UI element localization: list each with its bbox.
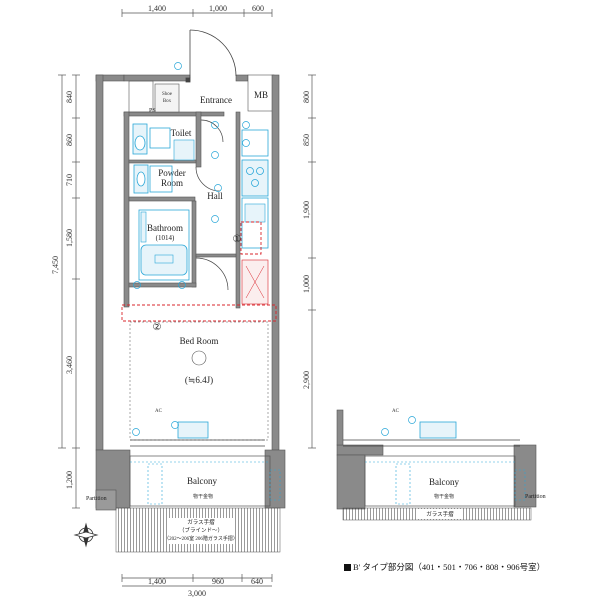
shoe-box-label-2: Box: [163, 99, 172, 104]
ps-label: PS: [149, 108, 156, 114]
interior-doors: [195, 119, 229, 291]
entrance-label: Entrance: [200, 95, 232, 105]
dim-left-4: 1,580: [65, 229, 74, 247]
bathroom-label: Bathroom: [147, 223, 183, 233]
dimension-lines: [58, 9, 316, 587]
caption-square-icon: [344, 564, 351, 571]
bed-room-label: Bed Room: [180, 336, 219, 346]
dim-top-2: 1,000: [209, 4, 227, 13]
dim-left-2: 860: [65, 134, 74, 146]
compass-icon: [73, 522, 99, 548]
dim-right-4: 1,000: [302, 275, 311, 293]
plan-caption: B' タイプ部分図（401・501・706・808・906号室）: [344, 561, 545, 573]
balcony-label-alt: Balcony: [429, 477, 459, 487]
dim-bottom-1: 1,400: [148, 577, 166, 586]
bathroom-size: (1014): [156, 234, 175, 242]
marker-2: ②: [153, 322, 162, 333]
partition-label-alt: Partition: [525, 494, 546, 500]
balcony-label: Balcony: [187, 476, 217, 486]
hanging-hardware-label-alt: 物干金物: [434, 493, 454, 500]
ps-shaft: [128, 80, 154, 113]
ac-label: AC: [155, 409, 163, 414]
hall-label: Hall: [207, 191, 223, 201]
dim-right-1: 800: [302, 91, 311, 103]
toilet-label: Toilet: [171, 128, 192, 138]
washbasin: [133, 164, 173, 194]
outlet-markers: [132, 62, 250, 436]
ac-label-alt: AC: [392, 409, 400, 414]
bed-room-size: (≒6.4J): [185, 375, 213, 385]
plan-caption-text: B' タイプ部分図（401・501・706・808・906号室）: [353, 562, 546, 572]
partition-label: Partition: [86, 496, 107, 502]
window-main: [130, 421, 265, 447]
glass-railing: [115, 507, 281, 553]
toilet-fixture: [132, 123, 195, 161]
balcony-main: [129, 455, 281, 507]
dim-bottom-2: 960: [212, 577, 224, 586]
dim-left-1: 840: [65, 91, 74, 103]
dim-right-2: 850: [302, 134, 311, 146]
shoe-box: Shoe Box: [154, 83, 180, 113]
kitchen: [241, 129, 269, 305]
hanging-hardware-label: 物干金物: [193, 493, 213, 500]
dim-top-1: 1,400: [148, 4, 166, 13]
walls: [95, 74, 286, 511]
dim-left-5: 3,460: [65, 356, 74, 374]
glass-railing-label-alt: ガラス手摺: [426, 510, 454, 518]
dim-left-total: 7,450: [51, 256, 60, 274]
mb-label: MB: [254, 90, 268, 100]
highlight-areas: [121, 221, 277, 322]
dim-right-5: 2,900: [302, 371, 311, 389]
glass-railing-note-3: （202〜206室 206階ガラス手摺）: [164, 535, 238, 542]
dim-bottom-total: 3,000: [188, 589, 206, 598]
dim-left-6: 1,200: [65, 471, 74, 489]
dim-bottom-3: 640: [251, 577, 263, 586]
dim-top-3: 600: [252, 4, 264, 13]
glass-railing-note-1: ガラス手摺: [187, 518, 215, 526]
dimension-labels: 1,400 1,000 600 1,400 960 640 3,000 840 …: [51, 4, 311, 598]
marker-1: ①: [233, 234, 242, 245]
bathtub: [138, 209, 190, 281]
partial-plan-b-prime: [336, 409, 537, 521]
dim-right-3: 1,900: [302, 201, 311, 219]
shoe-box-label-1: Shoe: [162, 92, 173, 97]
entrance-door[interactable]: [185, 29, 237, 83]
glass-railing-note-2: （ブラインド〜）: [179, 526, 223, 534]
dim-left-3: 710: [65, 174, 74, 186]
